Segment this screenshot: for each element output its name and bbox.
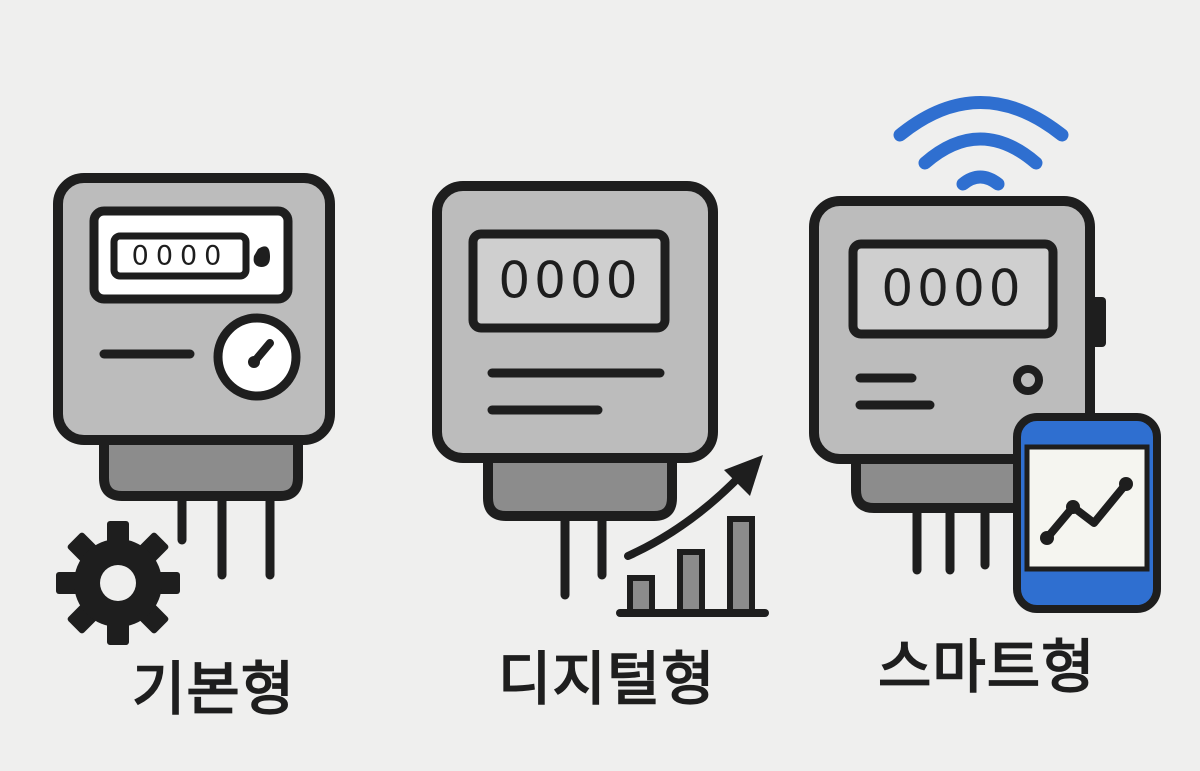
basic-meter-base xyxy=(99,425,303,501)
smart-meter-text-lines xyxy=(855,373,935,410)
basic-meter-reading: 0000 xyxy=(132,241,229,272)
digital-meter-label: 디지털형 xyxy=(498,645,716,713)
basic-meter-dial-hub xyxy=(248,356,260,368)
gear-icon xyxy=(56,521,180,645)
basic-meter: 0000 xyxy=(53,173,335,580)
wifi-icon xyxy=(893,96,1069,191)
bar-chart-arrow-icon xyxy=(616,455,769,617)
basic-meter-wires xyxy=(177,490,275,580)
basic-meter-label: 기본형 xyxy=(132,655,296,723)
smart-meter-display xyxy=(848,239,1058,339)
digital-meter-display xyxy=(468,229,670,333)
digital-meter-wires xyxy=(560,510,607,600)
basic-meter-counter xyxy=(110,232,250,280)
smartphone-chart-icon xyxy=(1013,413,1161,613)
digital-meter: 0000 xyxy=(432,181,718,600)
digital-meter-reading: 0000 xyxy=(498,252,641,310)
digital-meter-text-lines xyxy=(487,368,665,415)
basic-meter-indicator-dot xyxy=(253,246,270,267)
smart-meter-wires xyxy=(912,500,990,575)
smart-meter-reading: 0000 xyxy=(881,260,1024,318)
smart-meter: 0000 xyxy=(809,196,1106,575)
smart-meter-button xyxy=(1013,365,1043,395)
smart-meter-label: 스마트형 xyxy=(878,633,1096,701)
digital-meter-base xyxy=(483,450,677,521)
